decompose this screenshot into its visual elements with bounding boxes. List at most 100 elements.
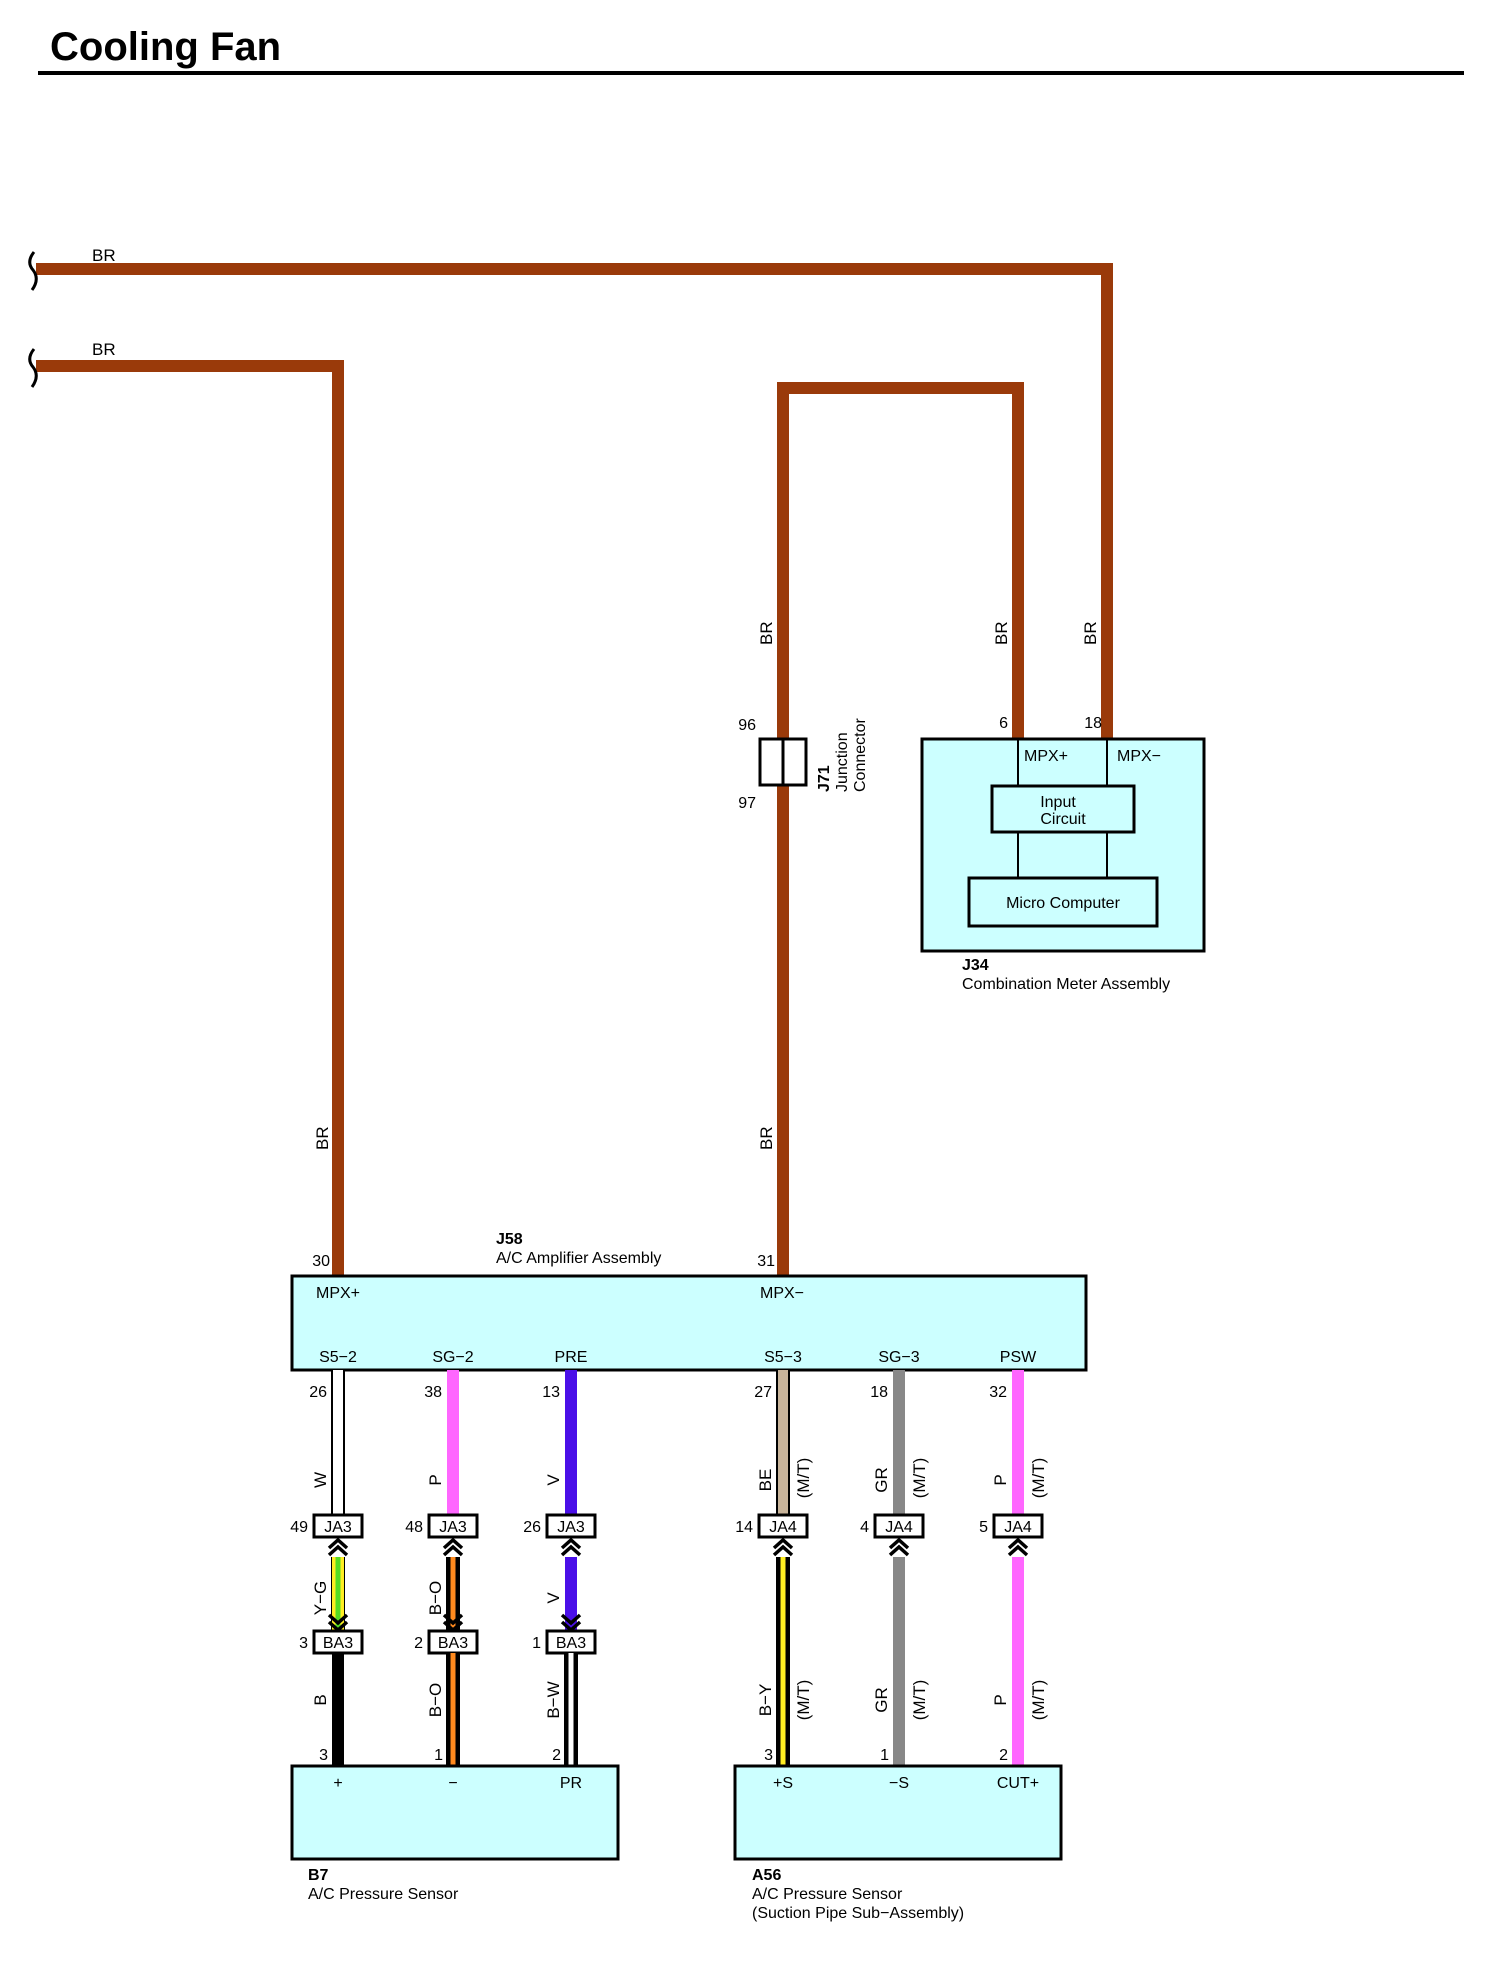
input-circuit-block — [990, 784, 1136, 834]
connector2-pin-1: 2 — [414, 1635, 423, 1652]
wire-mt-upper-3: (M/T) — [794, 1458, 813, 1499]
wire-upper-0 — [331, 1370, 345, 1515]
connector-ba3-2: BA3 — [545, 1629, 597, 1655]
j58-sig-5: PSW — [1000, 1349, 1037, 1366]
j34-sig-mpx-plus: MPX+ — [1024, 748, 1068, 765]
wire-label-mid-2: V — [544, 1592, 563, 1604]
chevron-up-icon — [1007, 1538, 1029, 1557]
j71-pin-96: 96 — [738, 717, 756, 734]
connector-ja3-2-label: JA3 — [557, 1519, 585, 1536]
wire-lower-2 — [564, 1653, 578, 1766]
wire-label-br-j58-30: BR — [313, 1126, 332, 1150]
j58-sig-0: S5−2 — [319, 1349, 357, 1366]
a56-sig-0: +S — [773, 1775, 793, 1792]
wire-lower-1 — [446, 1653, 460, 1766]
top-wire-a: BR — [28, 246, 1113, 739]
wire-mt-upper-4: (M/T) — [910, 1458, 929, 1499]
connector-pin-5: 5 — [979, 1519, 988, 1536]
b7-id: B7 — [308, 1867, 329, 1884]
a56-id: A56 — [752, 1867, 781, 1884]
connector-ja3-0: JA3 — [312, 1513, 364, 1539]
j58-pin-bottom-0: 26 — [309, 1384, 327, 1401]
chevron-up-icon — [442, 1538, 464, 1557]
connector-ja3-1-label: JA3 — [439, 1519, 467, 1536]
connector2-pin-0: 3 — [299, 1635, 308, 1652]
j71-name-line2: Connector — [852, 718, 869, 792]
connector-ba3-0-label: BA3 — [323, 1635, 353, 1652]
wire-label-br-b: BR — [92, 340, 116, 359]
wire-lower-5 — [1012, 1557, 1024, 1766]
j58-sig-mpx-minus: MPX− — [760, 1285, 804, 1302]
micro-computer-block — [967, 876, 1159, 928]
j58-sig-2: PRE — [555, 1349, 588, 1366]
j58-sig-4: SG−3 — [878, 1349, 919, 1366]
j58-name: A/C Amplifier Assembly — [496, 1250, 661, 1267]
j58-id: J58 — [496, 1231, 523, 1248]
j58-body — [290, 1274, 1088, 1372]
wire-upper-3 — [776, 1370, 790, 1515]
j58-sig-3: S5−3 — [764, 1349, 802, 1366]
a56-name: A/C Pressure Sensor — [752, 1886, 903, 1903]
j58-pin-30: 30 — [312, 1253, 330, 1270]
wire-label-upper-5: P — [991, 1474, 1010, 1485]
wire-label-upper-3: BE — [756, 1469, 775, 1492]
wire-upper-2 — [565, 1370, 577, 1515]
wire-label-br-j58-31: BR — [757, 1126, 776, 1150]
chevron-up-icon — [560, 1538, 582, 1557]
a56-body — [733, 1764, 1063, 1861]
b7-pin-0: 3 — [319, 1747, 328, 1764]
a56-pin-0: 3 — [764, 1747, 773, 1764]
j71-pin-97: 97 — [738, 795, 756, 812]
connector-ja4-3: JA4 — [757, 1513, 809, 1539]
micro-computer-label: Micro Computer — [1006, 895, 1120, 912]
chevron-up-icon — [327, 1538, 349, 1557]
wire-label-upper-0: W — [311, 1472, 330, 1488]
b7-pins: 3+1−2PR — [319, 1747, 582, 1792]
wire-mt-lower-5: (M/T) — [1029, 1680, 1048, 1721]
wire-label-upper-2: V — [544, 1474, 563, 1486]
chevron-up-icon — [888, 1538, 910, 1557]
connector-ba3-0: BA3 — [312, 1629, 364, 1655]
j58-pin-bottom-3: 27 — [754, 1384, 772, 1401]
j71-name-line1: Junction — [834, 732, 851, 792]
wire-upper-4 — [893, 1370, 905, 1515]
wire-upper-5 — [1012, 1370, 1024, 1515]
j58-pin-31: 31 — [757, 1253, 775, 1270]
connector-pin-3: 14 — [735, 1519, 753, 1536]
wire-mt-upper-5: (M/T) — [1029, 1458, 1048, 1499]
wire-label-upper-1: P — [426, 1474, 445, 1485]
wire-mid-1 — [446, 1557, 460, 1630]
j58-pin-bottom-2: 13 — [542, 1384, 560, 1401]
connector-ja3-0-label: JA3 — [324, 1519, 352, 1536]
connector-pin-0: 49 — [290, 1519, 308, 1536]
j34-name: Combination Meter Assembly — [962, 976, 1170, 993]
connector-pin-1: 48 — [405, 1519, 423, 1536]
connector-ba3-1-label: BA3 — [438, 1635, 468, 1652]
b7-name: A/C Pressure Sensor — [308, 1886, 459, 1903]
wire-lower-0 — [332, 1653, 344, 1766]
a56-name2: (Suction Pipe Sub−Assembly) — [752, 1905, 964, 1922]
j34-combination-meter: Input Circuit Micro Computer MPX+ MPX− 6… — [920, 715, 1206, 993]
b7-sig-2: PR — [560, 1775, 582, 1792]
j58-ac-amplifier: J58 A/C Amplifier Assembly 30 31 MPX+ MP… — [290, 1231, 1088, 1372]
top-wire-b: BR — [28, 340, 344, 1276]
wire-lower-4 — [893, 1557, 905, 1766]
connector-pin-2: 26 — [523, 1519, 541, 1536]
wire-mid-2 — [565, 1557, 577, 1630]
wire-mt-lower-3: (M/T) — [794, 1680, 813, 1721]
connector-ja3-2: JA3 — [545, 1513, 597, 1539]
j58-sig-1: SG−2 — [432, 1349, 473, 1366]
j58-sig-mpx-plus: MPX+ — [316, 1285, 360, 1302]
connector-ja4-4: JA4 — [873, 1513, 925, 1539]
connector2-pin-2: 1 — [532, 1635, 541, 1652]
j71-id: J71 — [816, 765, 833, 792]
b7-pin-2: 2 — [552, 1747, 561, 1764]
connector-ja3-1: JA3 — [427, 1513, 479, 1539]
b7-body — [290, 1764, 620, 1861]
wire-j58-j71-j34 — [777, 382, 1024, 1276]
